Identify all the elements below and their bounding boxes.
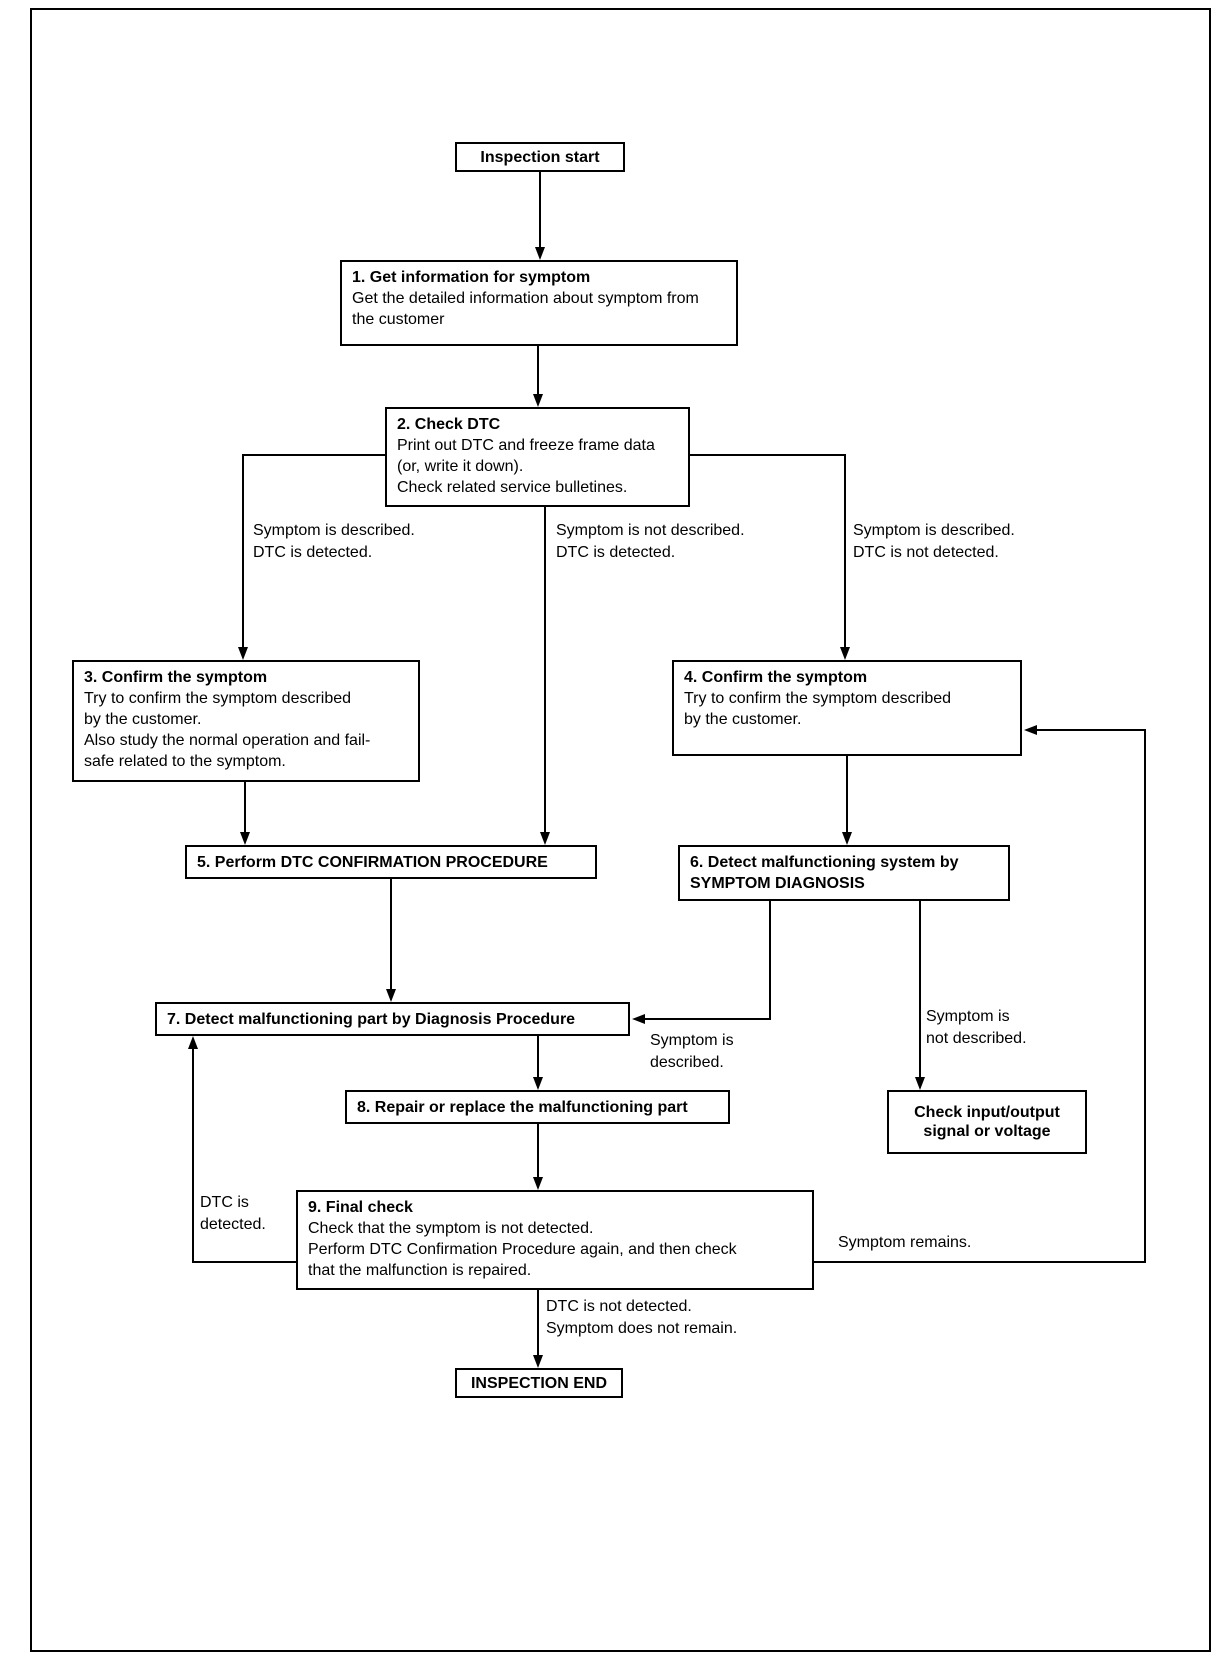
edge-step9-to-step4-h1 bbox=[812, 1261, 1146, 1263]
node-step9-final-check: 9. Final check Check that the symptom is… bbox=[296, 1190, 814, 1290]
edge-step9-to-step7-v bbox=[192, 1049, 194, 1263]
arrowhead-step9-to-step7 bbox=[188, 1036, 198, 1049]
node-inspection-end-label: INSPECTION END bbox=[470, 1374, 607, 1392]
edge-step2-to-step4-v bbox=[844, 454, 846, 650]
edge-start-to-step1 bbox=[539, 172, 541, 248]
edge-step9-to-step7-h bbox=[193, 1261, 298, 1263]
node-step4-title: 4. Confirm the symptom bbox=[684, 669, 868, 686]
arrowhead-step5-to-step7 bbox=[386, 989, 396, 1002]
edge-label-dtc-not-detected: DTC is not detected. Symptom does not re… bbox=[546, 1298, 738, 1337]
node-check-io-label: Check input/output signal or voltage bbox=[914, 1104, 1060, 1140]
node-step3-confirm-symptom: 3. Confirm the symptom Try to confirm th… bbox=[72, 660, 420, 782]
node-step7-title: 7. Detect malfunctioning part by Diagnos… bbox=[167, 1011, 576, 1028]
edge-label-symptom-described: Symptom is described. bbox=[650, 1032, 734, 1071]
node-step3-title: 3. Confirm the symptom bbox=[84, 669, 268, 686]
edge-label-described-detected: Symptom is described. DTC is detected. bbox=[253, 522, 415, 561]
node-step5-title: 5. Perform DTC CONFIRMATION PROCEDURE bbox=[197, 854, 548, 871]
edge-step2-to-step3-v bbox=[242, 454, 244, 650]
node-step7-diagnosis-procedure: 7. Detect malfunctioning part by Diagnos… bbox=[155, 1002, 630, 1036]
node-step6-symptom-diagnosis: 6. Detect malfunctioning system by SYMPT… bbox=[678, 845, 1010, 901]
edge-step5-to-step7 bbox=[390, 877, 392, 991]
arrowhead-step2-to-step4 bbox=[840, 647, 850, 660]
node-step1-title: 1. Get information for symptom bbox=[352, 269, 591, 286]
node-step1-body: Get the detailed information about sympt… bbox=[352, 290, 699, 328]
edge-step1-to-step2 bbox=[537, 346, 539, 396]
edge-step2-to-step4-h bbox=[688, 454, 846, 456]
arrowhead-step3-to-step5 bbox=[240, 832, 250, 845]
edge-step2-to-step5 bbox=[544, 507, 546, 834]
edge-step9-to-end bbox=[537, 1290, 539, 1356]
arrowhead-step6-to-checkio bbox=[915, 1077, 925, 1090]
node-step9-title: 9. Final check bbox=[308, 1199, 413, 1216]
edge-label-not-described-detected: Symptom is not described. DTC is detecte… bbox=[556, 522, 745, 561]
node-step2-body: Print out DTC and freeze frame data (or,… bbox=[397, 437, 655, 496]
node-step4-confirm-symptom: 4. Confirm the symptom Try to confirm th… bbox=[672, 660, 1022, 756]
edge-step9-to-step4-v bbox=[1144, 729, 1146, 1263]
edge-label-symptom-not-described: Symptom is not described. bbox=[926, 1008, 1027, 1047]
edge-step3-to-step5 bbox=[244, 780, 246, 834]
edge-label-dtc-detected: DTC is detected. bbox=[200, 1194, 266, 1233]
arrowhead-step1-to-step2 bbox=[533, 394, 543, 407]
node-step9-body: Check that the symptom is not detected. … bbox=[308, 1220, 737, 1279]
edge-step7-to-step8 bbox=[537, 1036, 539, 1079]
node-step8-title: 8. Repair or replace the malfunctioning … bbox=[357, 1099, 688, 1116]
arrowhead-step2-to-step5 bbox=[540, 832, 550, 845]
edge-step4-to-step6 bbox=[846, 754, 848, 834]
node-step2-title: 2. Check DTC bbox=[397, 416, 501, 433]
arrowhead-step9-to-step4 bbox=[1024, 725, 1037, 735]
edge-step2-to-step3-h bbox=[243, 454, 387, 456]
node-inspection-start: Inspection start bbox=[455, 142, 625, 172]
arrowhead-step6-to-step7 bbox=[632, 1014, 645, 1024]
arrowhead-step2-to-step3 bbox=[238, 647, 248, 660]
edge-step6-to-step7-v bbox=[769, 899, 771, 1020]
edge-label-symptom-remains: Symptom remains. bbox=[838, 1234, 972, 1251]
page-border-frame bbox=[30, 8, 1211, 1652]
node-step2-check-dtc: 2. Check DTC Print out DTC and freeze fr… bbox=[385, 407, 690, 507]
node-step8-repair-replace: 8. Repair or replace the malfunctioning … bbox=[345, 1090, 730, 1124]
arrowhead-step4-to-step6 bbox=[842, 832, 852, 845]
edge-step8-to-step9 bbox=[537, 1124, 539, 1179]
edge-step6-to-checkio bbox=[919, 899, 921, 1079]
edge-step6-to-step7-h bbox=[645, 1018, 771, 1020]
arrowhead-start-to-step1 bbox=[535, 247, 545, 260]
node-check-io-signal: Check input/output signal or voltage bbox=[887, 1090, 1087, 1154]
edge-label-described-not-detected: Symptom is described. DTC is not detecte… bbox=[853, 522, 1015, 561]
arrowhead-step8-to-step9 bbox=[533, 1177, 543, 1190]
node-step5-dtc-confirmation: 5. Perform DTC CONFIRMATION PROCEDURE bbox=[185, 845, 597, 879]
arrowhead-step9-to-end bbox=[533, 1355, 543, 1368]
node-step4-body: Try to confirm the symptom described by … bbox=[684, 690, 952, 728]
node-inspection-end: INSPECTION END bbox=[455, 1368, 623, 1398]
node-step1-get-information: 1. Get information for symptom Get the d… bbox=[340, 260, 738, 346]
node-inspection-start-label: Inspection start bbox=[480, 148, 600, 166]
node-step6-title: 6. Detect malfunctioning system by SYMPT… bbox=[690, 854, 959, 892]
node-step3-body: Try to confirm the symptom described by … bbox=[84, 690, 371, 770]
arrowhead-step7-to-step8 bbox=[533, 1077, 543, 1090]
edge-step9-to-step4-h2 bbox=[1037, 729, 1146, 731]
